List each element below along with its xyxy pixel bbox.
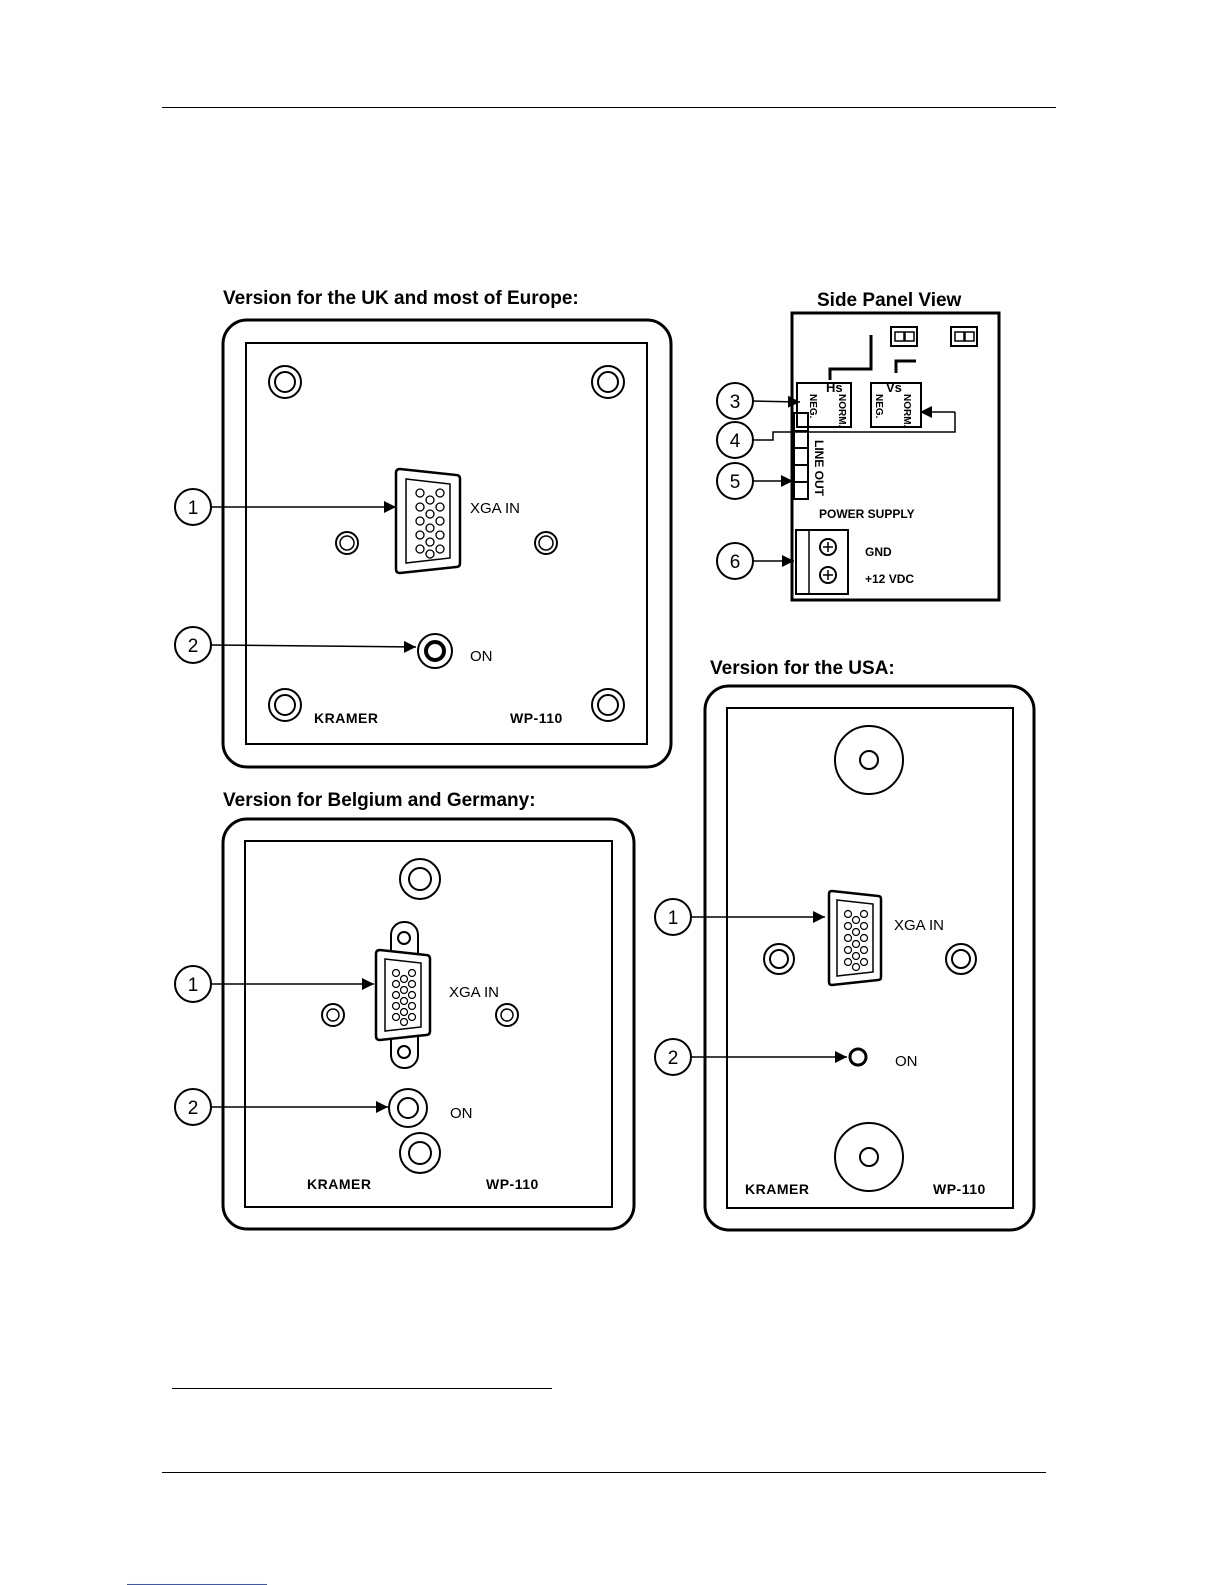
screw-icon xyxy=(322,1004,344,1026)
callout-2: 2 xyxy=(175,1089,388,1125)
neg-label: NEG. xyxy=(873,394,884,419)
power-supply-label: POWER SUPPLY xyxy=(819,507,915,521)
svg-text:6: 6 xyxy=(730,552,741,573)
model-label: WP-110 xyxy=(933,1181,986,1197)
svg-text:1: 1 xyxy=(188,975,199,996)
line-out-label: LINE OUT xyxy=(812,440,826,497)
screw-icon xyxy=(336,532,358,554)
callout-2: 2 xyxy=(175,627,416,663)
screw-icon xyxy=(535,532,557,554)
svg-text:1: 1 xyxy=(188,498,199,519)
callout-1: 1 xyxy=(655,899,825,935)
xga-in-label: XGA IN xyxy=(449,984,499,1001)
vga-connector-icon xyxy=(829,891,881,985)
uk-wall-plate: XGA IN ON KRAMER WP-110 1 2 xyxy=(175,320,671,767)
model-label: WP-110 xyxy=(510,710,563,726)
svg-text:3: 3 xyxy=(730,392,741,413)
xga-in-label: XGA IN xyxy=(470,500,520,517)
svg-text:4: 4 xyxy=(730,431,741,452)
dip-switch-icon xyxy=(951,327,977,346)
svg-text:1: 1 xyxy=(668,908,679,929)
callout-1: 1 xyxy=(175,489,396,525)
callout-6: 6 xyxy=(717,543,794,579)
callout-5: 5 xyxy=(717,463,793,499)
gnd-label: GND xyxy=(865,545,892,559)
screw-icon xyxy=(835,1123,903,1191)
screw-icon xyxy=(946,944,976,974)
screw-icon xyxy=(764,944,794,974)
brand-label: KRAMER xyxy=(745,1181,809,1197)
on-label: ON xyxy=(895,1053,918,1070)
svg-text:2: 2 xyxy=(188,1098,199,1119)
svg-text:5: 5 xyxy=(730,472,741,493)
vga-connector-icon xyxy=(376,950,430,1040)
screw-icon xyxy=(496,1004,518,1026)
brand-label: KRAMER xyxy=(307,1176,371,1192)
callout-2: 2 xyxy=(655,1039,847,1075)
screw-icon xyxy=(592,366,624,398)
side-panel-view: Hs Vs NEG. NORM. NEG. NORM. LINE OUT POW… xyxy=(717,313,999,600)
model-label: WP-110 xyxy=(486,1176,539,1192)
vdc-label: +12 VDC xyxy=(865,572,914,586)
svg-text:2: 2 xyxy=(188,636,199,657)
screw-icon xyxy=(400,1133,440,1173)
vga-connector-icon xyxy=(396,469,460,573)
usa-wall-plate: XGA IN ON KRAMER WP-110 1 2 xyxy=(655,686,1034,1230)
screw-terminal-icon xyxy=(820,567,836,583)
belgium-germany-wall-plate: XGA IN ON KRAMER WP-110 1 2 xyxy=(175,819,634,1229)
on-led-icon xyxy=(850,1049,866,1065)
norm-label: NORM. xyxy=(836,394,847,428)
svg-text:2: 2 xyxy=(668,1048,679,1069)
norm-label: NORM. xyxy=(901,394,912,428)
dip-switch-icon xyxy=(891,327,917,346)
screw-icon xyxy=(269,366,301,398)
screw-icon xyxy=(592,689,624,721)
screw-icon xyxy=(400,859,440,899)
on-label: ON xyxy=(470,648,493,665)
callout-1: 1 xyxy=(175,966,374,1002)
screw-terminal-icon xyxy=(820,539,836,555)
brand-label: KRAMER xyxy=(314,710,378,726)
xga-in-label: XGA IN xyxy=(894,917,944,934)
on-label: ON xyxy=(450,1105,473,1122)
on-led-icon xyxy=(389,1089,427,1127)
screw-icon xyxy=(269,689,301,721)
on-led-icon xyxy=(418,634,452,668)
screw-icon xyxy=(835,726,903,794)
